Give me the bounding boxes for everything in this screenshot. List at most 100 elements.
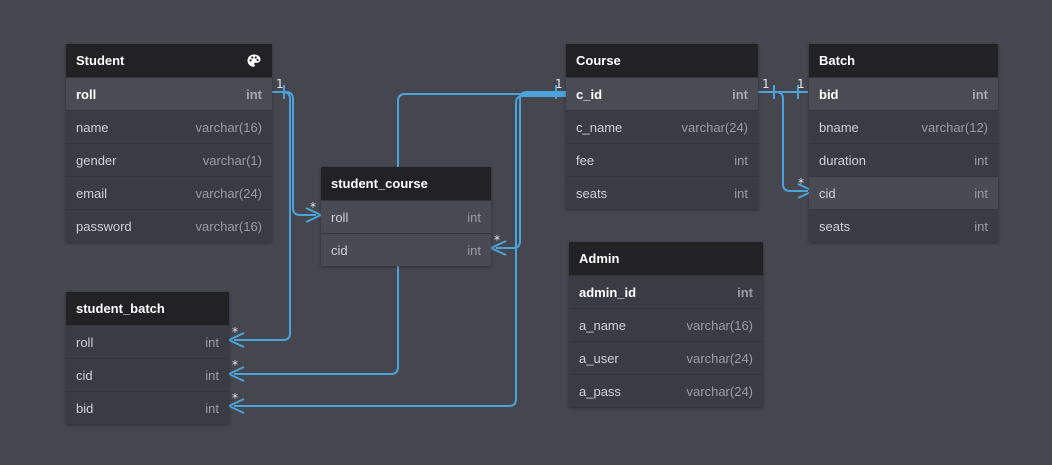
column-name: cid xyxy=(819,185,836,201)
column-type: varchar(16) xyxy=(195,119,262,135)
column-type: varchar(24) xyxy=(686,350,753,366)
column-row[interactable]: roll int xyxy=(66,325,229,358)
column-type: int xyxy=(467,242,481,258)
column-type: int xyxy=(734,152,748,168)
column-name: a_name xyxy=(579,317,626,333)
column-row[interactable]: seats int xyxy=(809,209,998,242)
table-title: Student xyxy=(76,53,125,68)
column-row[interactable]: bid int xyxy=(66,391,229,424)
cardinality-one: 1 xyxy=(797,77,805,91)
table-title: student_course xyxy=(331,176,428,191)
table-course[interactable]: Course c_id int c_name varchar(24) fee i… xyxy=(566,44,758,209)
column-row[interactable]: bid int xyxy=(809,77,998,110)
column-name: roll xyxy=(331,209,349,225)
column-row[interactable]: a_user varchar(24) xyxy=(569,341,763,374)
column-type: varchar(24) xyxy=(686,383,753,399)
table-header[interactable]: Course xyxy=(566,44,758,77)
column-name: a_pass xyxy=(579,383,621,399)
table-header[interactable]: Batch xyxy=(809,44,998,77)
column-type: varchar(1) xyxy=(202,152,262,168)
table-header[interactable]: Student xyxy=(66,44,272,77)
column-type: varchar(24) xyxy=(195,185,262,201)
column-name: cid xyxy=(331,242,348,258)
column-type: int xyxy=(467,209,481,225)
column-name: seats xyxy=(819,218,851,234)
link-batch-cid-lower xyxy=(234,265,399,375)
table-header[interactable]: student_batch xyxy=(66,292,229,325)
column-type: int xyxy=(732,86,748,102)
column-row[interactable]: gender varchar(1) xyxy=(66,143,272,176)
column-name: roll xyxy=(76,86,97,102)
column-type: int xyxy=(974,185,988,201)
column-row[interactable]: a_name varchar(16) xyxy=(569,308,763,341)
column-name: email xyxy=(76,185,108,201)
cardinality-many: * xyxy=(232,358,238,372)
column-row[interactable]: roll int xyxy=(321,200,491,233)
column-row[interactable]: bname varchar(12) xyxy=(809,110,998,143)
column-type: int xyxy=(974,218,988,234)
column-name: bid xyxy=(76,400,94,416)
column-name: admin_id xyxy=(579,284,637,300)
column-row[interactable]: duration int xyxy=(809,143,998,176)
cardinality-one: 1 xyxy=(762,77,770,91)
cardinality-many: * xyxy=(310,200,316,214)
link-batch-cid xyxy=(397,93,566,167)
table-header[interactable]: Admin xyxy=(569,242,763,275)
table-student-batch[interactable]: student_batch roll int cid int bid int xyxy=(66,292,229,424)
column-name: roll xyxy=(76,334,94,350)
cardinality-many: * xyxy=(798,176,804,190)
column-row[interactable]: cid int xyxy=(809,176,998,209)
column-name: duration xyxy=(819,152,866,168)
column-row[interactable]: email varchar(24) xyxy=(66,176,272,209)
column-name: bname xyxy=(819,119,859,135)
table-admin[interactable]: Admin admin_id int a_name varchar(16) a_… xyxy=(569,242,763,407)
column-type: varchar(12) xyxy=(921,119,988,135)
column-type: varchar(24) xyxy=(681,119,748,135)
column-name: bid xyxy=(819,86,839,102)
cardinality-many: * xyxy=(232,391,238,405)
column-name: a_user xyxy=(579,350,619,366)
palette-icon[interactable] xyxy=(246,53,262,69)
table-header[interactable]: student_course xyxy=(321,167,491,200)
column-row[interactable]: seats int xyxy=(566,176,758,209)
link-student-course-roll xyxy=(272,91,316,216)
column-row[interactable]: cid int xyxy=(66,358,229,391)
column-name: c_name xyxy=(576,119,623,135)
column-row[interactable]: c_id int xyxy=(566,77,758,110)
column-row[interactable]: admin_id int xyxy=(569,275,763,308)
column-type: int xyxy=(972,86,988,102)
cardinality-many: * xyxy=(494,233,500,247)
column-type: int xyxy=(205,334,219,350)
column-type: int xyxy=(205,400,219,416)
column-row[interactable]: name varchar(16) xyxy=(66,110,272,143)
column-type: int xyxy=(734,185,748,201)
table-title: Batch xyxy=(819,53,856,68)
column-name: fee xyxy=(576,152,595,168)
link-course-cid xyxy=(496,91,566,249)
column-row[interactable]: cid int xyxy=(321,233,491,266)
column-row[interactable]: a_pass varchar(24) xyxy=(569,374,763,407)
column-name: gender xyxy=(76,152,117,168)
column-type: int xyxy=(974,152,988,168)
column-row[interactable]: roll int xyxy=(66,77,272,110)
column-type: int xyxy=(246,86,262,102)
table-title: Course xyxy=(576,53,621,68)
column-name: cid xyxy=(76,367,93,383)
cardinality-one: 1 xyxy=(276,77,284,91)
column-name: c_id xyxy=(576,86,603,102)
column-name: seats xyxy=(576,185,608,201)
table-student-course[interactable]: student_course roll int cid int xyxy=(321,167,491,266)
column-row[interactable]: c_name varchar(24) xyxy=(566,110,758,143)
column-name: password xyxy=(76,218,132,234)
column-name: name xyxy=(76,119,109,135)
column-type: int xyxy=(737,284,753,300)
table-title: student_batch xyxy=(76,301,165,316)
column-type: varchar(16) xyxy=(686,317,753,333)
column-type: int xyxy=(205,367,219,383)
table-student[interactable]: Student roll int name varchar(16) gender… xyxy=(66,44,272,242)
table-title: Admin xyxy=(579,251,620,266)
column-row[interactable]: fee int xyxy=(566,143,758,176)
column-row[interactable]: password varchar(16) xyxy=(66,209,272,242)
table-batch[interactable]: Batch bid int bname varchar(12) duration… xyxy=(809,44,998,242)
